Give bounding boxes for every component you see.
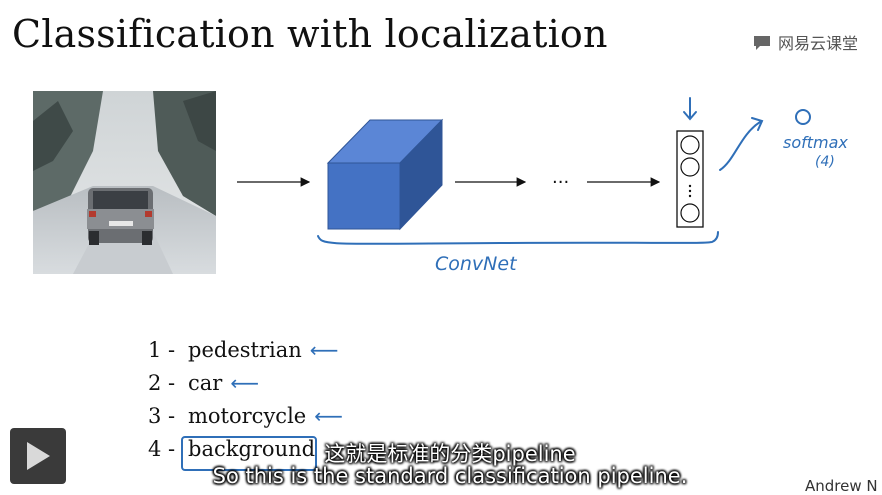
cloud-class-logo-icon	[754, 36, 770, 50]
left-arrow-icon: ⟵	[314, 404, 343, 428]
subtitle-english: So this is the standard classification p…	[212, 464, 688, 488]
down-arrow-annotation	[683, 97, 697, 121]
slide-title: Classification with localization	[12, 12, 608, 56]
class-number: 4 -	[148, 437, 176, 461]
class-item-motorcycle: 3 - motorcycle ⟵	[148, 404, 343, 428]
class-number: 2 -	[148, 371, 176, 395]
play-icon	[27, 442, 50, 470]
softmax-arrow-annotation	[719, 117, 764, 171]
brand-watermark: 网易云课堂	[752, 30, 858, 54]
ellipsis: ···	[552, 172, 569, 193]
class-number: 3 -	[148, 404, 176, 428]
input-car-image	[33, 91, 216, 274]
convnet-cube	[326, 118, 444, 231]
left-arrow-icon: ⟵	[309, 338, 339, 362]
subtitle-chinese: 这就是标准的分类pipeline	[324, 442, 576, 466]
class-label: pedestrian	[188, 338, 302, 362]
class-label: background	[188, 437, 316, 461]
softmax-count: (4)	[815, 154, 835, 170]
softmax-output-circle	[795, 109, 811, 125]
left-arrow-icon: ⟵	[230, 371, 259, 395]
convnet-brace	[317, 231, 719, 245]
background-highlight-box	[181, 436, 317, 471]
softmax-label: softmax	[783, 133, 848, 152]
class-item-background: 4 - background	[148, 437, 315, 461]
class-number: 1 -	[148, 338, 176, 362]
class-item-pedestrian: 1 - pedestrian ⟵	[148, 338, 338, 362]
play-button[interactable]	[10, 428, 66, 484]
class-item-car: 2 - car ⟵	[148, 371, 259, 395]
output-vector	[676, 130, 704, 228]
class-label: motorcycle	[188, 404, 307, 428]
class-label: car	[188, 371, 223, 395]
brand-label: 网易云课堂	[778, 34, 859, 53]
convnet-label: ConvNet	[435, 253, 518, 275]
